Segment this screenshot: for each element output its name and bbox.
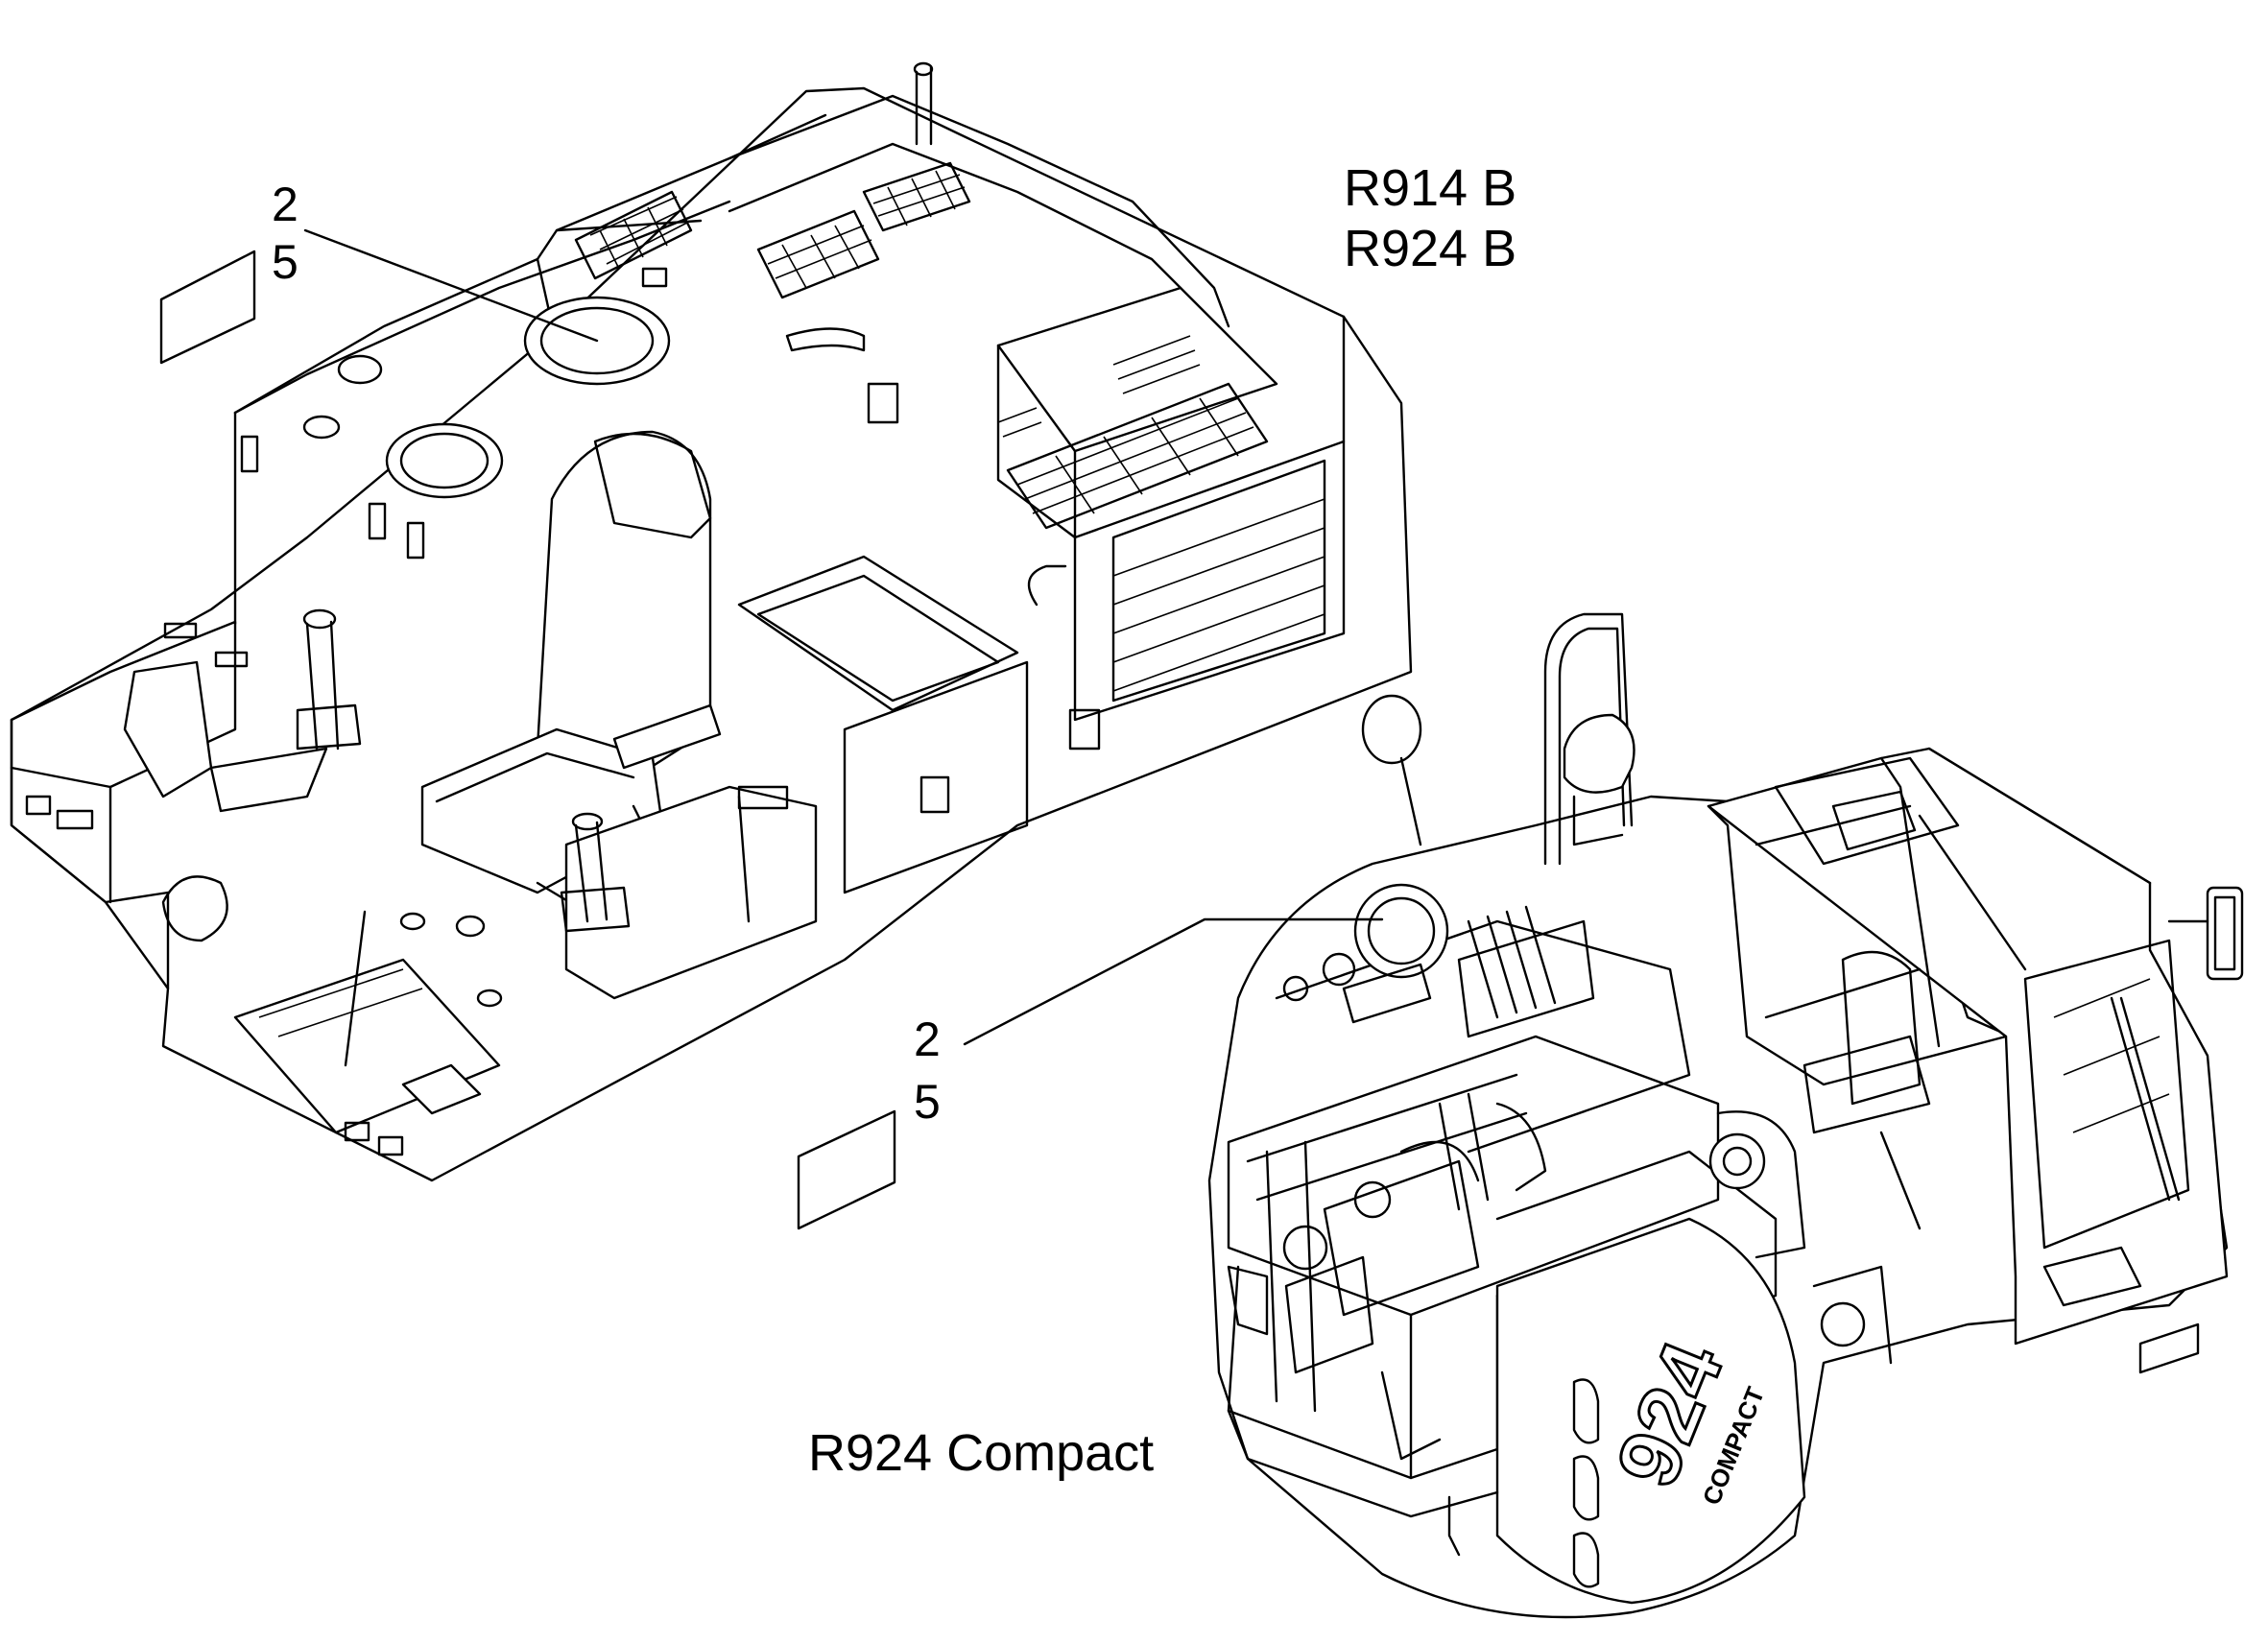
model-labels-upper: R914 B R924 B	[1344, 159, 1516, 277]
hood-grille-top	[862, 161, 971, 232]
model-label-r914b: R914 B	[1344, 159, 1516, 217]
model-label-r924-compact: R924 Compact	[808, 1424, 1154, 1482]
callout-upper-item-2: 5	[272, 235, 298, 289]
hood-vents	[1572, 1378, 1600, 1588]
decal-upper	[159, 250, 256, 365]
decal-lower	[797, 1109, 896, 1230]
callout-lower-item-1: 2	[914, 1013, 941, 1066]
leader-line-upper	[303, 228, 599, 343]
mirror-right	[2167, 886, 2244, 981]
callout-lower-item-2: 5	[914, 1075, 941, 1129]
hood-grille-center	[756, 209, 880, 299]
joystick-left	[296, 608, 362, 751]
callout-upper: 2 5	[159, 178, 599, 365]
callout-upper-item-1: 2	[272, 178, 298, 231]
mirror-left	[1361, 694, 1422, 846]
hood-grille-left	[574, 190, 693, 280]
leader-line-lower	[963, 917, 1384, 1046]
callout-lower: 2 5	[797, 917, 1384, 1230]
model-label-r924b: R924 B	[1344, 220, 1516, 277]
hood-grille-right	[1006, 382, 1269, 530]
joystick-right	[560, 812, 631, 933]
upper-machine-drawing	[10, 61, 1413, 1182]
engine-internals	[1227, 1073, 1547, 1461]
lower-machine-drawing: 924 COMPACT	[1207, 612, 2244, 1619]
